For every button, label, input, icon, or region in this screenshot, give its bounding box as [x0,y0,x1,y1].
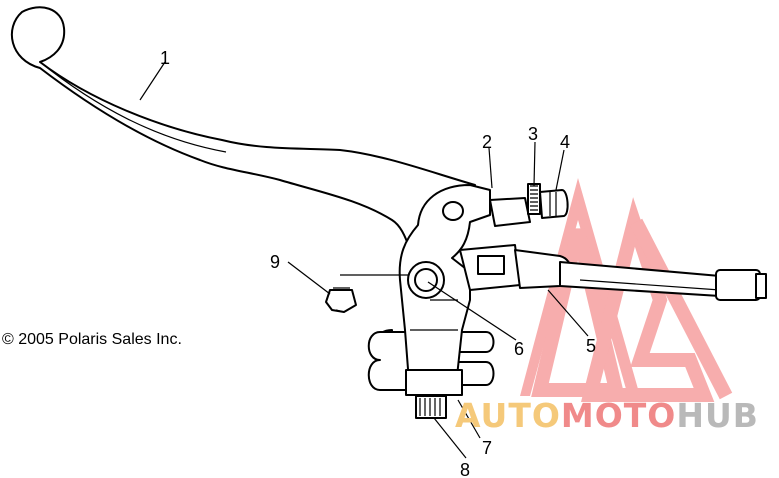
watermark-hub: HUB [676,396,759,435]
leader-3 [533,141,536,187]
callout-7: 7 [482,438,492,458]
lever [10,6,476,251]
pivot-bolt [414,268,438,292]
callout-6: 6 [514,339,524,359]
callout-4: 4 [560,132,570,152]
watermark-triangle-right [580,197,715,402]
callout-1: 1 [160,48,170,68]
cable-connector [715,269,761,301]
leader-8 [433,417,467,459]
watermark-triangle-left [520,178,640,396]
leader-1 [139,61,166,101]
leader-9 [287,261,331,295]
lever-edge [39,61,227,153]
watermark-auto: AUTO [455,396,561,435]
copyright-notice: © 2005 Polaris Sales Inc. [2,331,182,348]
watermark-text: AUTOMOTOHUB [455,396,759,435]
watermark-logo [520,178,733,402]
switch-and-cable [459,244,767,301]
leader-5 [547,289,589,337]
callout-9: 9 [270,252,280,272]
clamp-bolt [415,395,447,419]
clamp-lower [405,369,463,396]
handlebar-tube [367,329,495,391]
watermark-triangle-big [629,218,733,400]
cable-adjuster [489,183,569,227]
watermark-moto: MOTO [561,396,676,435]
callout-3: 3 [528,124,538,144]
lever-perch [398,184,491,396]
leader-lines [139,61,589,459]
adjuster-knob [539,189,569,219]
leader-4 [555,149,565,191]
leader-7 [457,399,481,439]
leader-2 [488,147,493,189]
callout-5: 5 [586,336,596,356]
callout-2: 2 [482,132,492,152]
leader-6 [427,281,517,341]
callout-8: 8 [460,460,470,478]
nut [325,274,408,313]
pivot-hole [442,201,464,221]
watermark-triangle-outline [531,228,625,397]
